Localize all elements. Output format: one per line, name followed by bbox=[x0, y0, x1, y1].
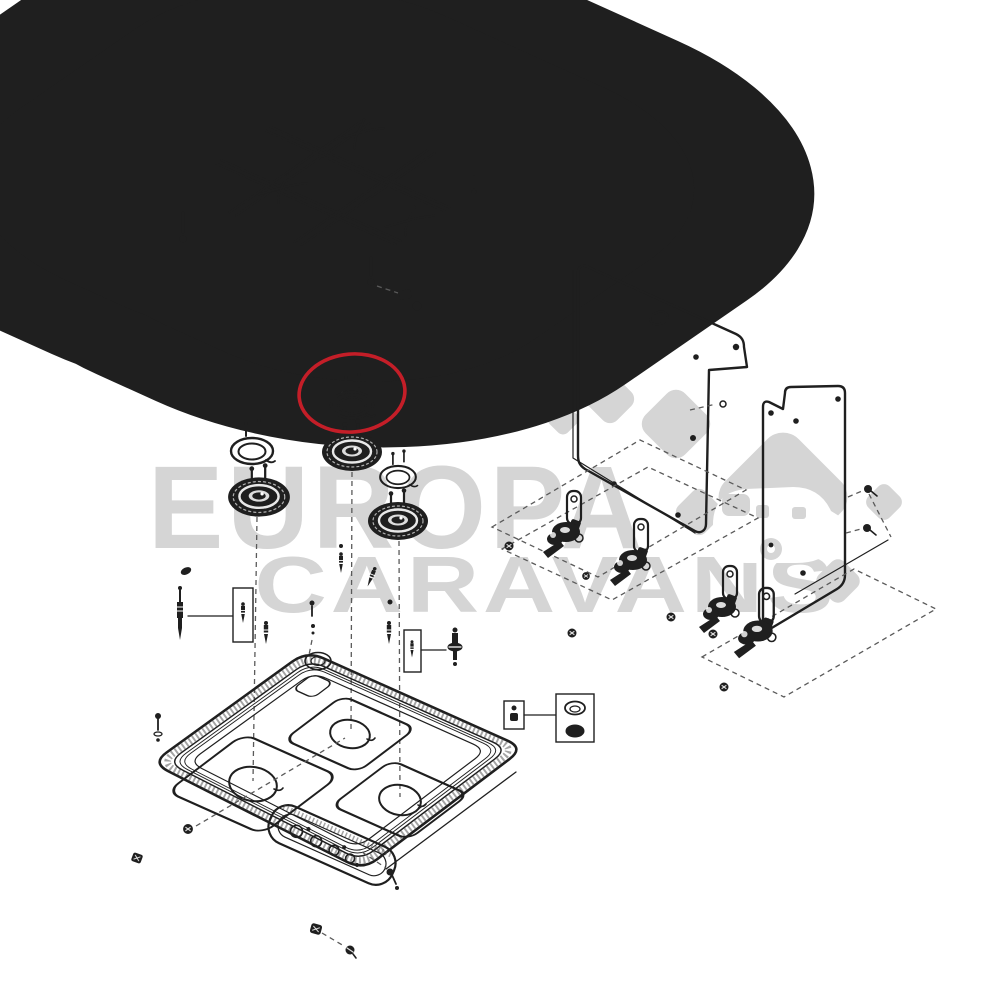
control-panel-apron bbox=[267, 804, 397, 886]
thermocouple-cap-kit bbox=[503, 693, 595, 743]
fixing-bolt bbox=[864, 485, 878, 497]
grommet bbox=[180, 567, 192, 575]
fixing-nut bbox=[581, 571, 591, 581]
gas-injectors bbox=[262, 551, 463, 673]
pan-rest-bowtie bbox=[386, 207, 435, 236]
fixing-nut bbox=[665, 611, 677, 623]
burner-assembly-left bbox=[226, 417, 292, 782]
heat-shield-panel-large bbox=[572, 264, 749, 534]
burner-assembly-center bbox=[320, 371, 384, 732]
burner-recess-right bbox=[335, 762, 465, 838]
fixing-nut bbox=[707, 628, 719, 640]
grate-rubber-feet bbox=[179, 175, 477, 311]
fixing-nut bbox=[566, 627, 578, 639]
fixing-nut bbox=[503, 540, 515, 552]
pan-rest-bowtie bbox=[259, 174, 308, 203]
ignition-electrode bbox=[175, 586, 185, 640]
panel-hole bbox=[649, 310, 669, 326]
caravan-diamond-logo bbox=[547, 374, 902, 603]
fixing-bolt bbox=[863, 524, 877, 536]
tray-fixing-screws bbox=[131, 600, 399, 959]
pan-support-grate bbox=[0, 0, 505, 311]
hob-tray bbox=[131, 600, 518, 959]
burner-recess-left bbox=[172, 736, 334, 832]
burner-recess-center bbox=[288, 697, 412, 771]
valve-mounting-planes bbox=[490, 400, 938, 698]
burner-mount-boss bbox=[295, 675, 331, 697]
burner-assembly-right bbox=[366, 448, 430, 798]
red-highlight-ellipse bbox=[297, 352, 407, 434]
injector-valve-assembly bbox=[447, 627, 463, 666]
fixing-nut bbox=[718, 681, 730, 693]
ignition-electrode-group bbox=[175, 567, 254, 643]
pan-rest-bowtie bbox=[335, 119, 384, 148]
